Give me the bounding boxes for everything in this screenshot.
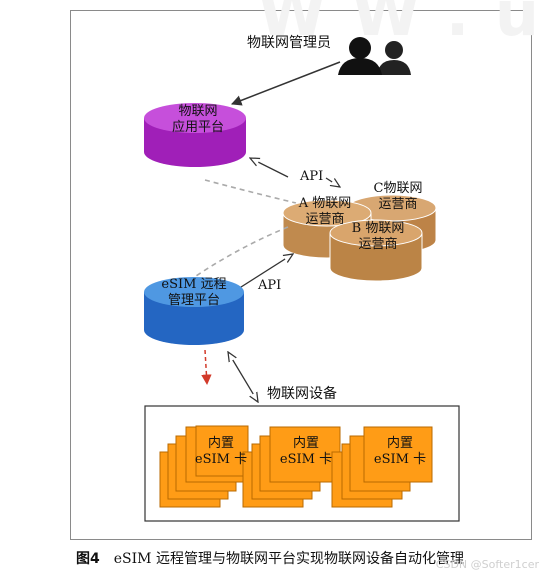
app-platform-label-line1: 物联网 (178, 104, 218, 119)
admin-user-icon (338, 37, 411, 75)
figure-caption-text: eSIM 远程管理与物联网平台实现物联网设备自动化管理 (113, 551, 464, 567)
operator-a-label-line2: 运营商 (305, 212, 345, 227)
card-label-1-line1: 内置 (207, 436, 234, 451)
card-label-3-line2: eSIM 卡 (373, 452, 427, 467)
esim-card-stack-3 (331, 426, 433, 508)
operator-b-label: B 物联网 运营商 (340, 221, 416, 253)
operator-c-label-line2: 运营商 (378, 197, 418, 212)
background-watermark: W W . u (257, 0, 541, 50)
esim-platform-label-line1: eSIM 远程 (161, 277, 227, 292)
esim-red-dashed-arrow (201, 349, 212, 386)
app-platform-label: 物联网 应用平台 (160, 104, 236, 136)
operator-b-cylinder (329, 219, 423, 282)
operator-a-label-line1: A 物联网 (298, 196, 352, 211)
operator-c-label: C物联网 运营商 (362, 181, 434, 213)
app-operator-api-arrow-tail (325, 177, 340, 187)
esim-card-label-3: 内置 eSIM 卡 (368, 436, 432, 468)
operator-b-label-line1: B 物联网 (351, 221, 405, 236)
card-label-2-line1: 内置 (292, 436, 319, 451)
esim-card-stack-2 (242, 426, 341, 508)
card-label-1-line2: eSIM 卡 (194, 452, 248, 467)
app-operator-api-arrow (250, 158, 289, 178)
api-label-mid: API (258, 278, 282, 293)
esim-platform-label-line2: 管理平台 (167, 293, 220, 308)
esim-card-label-1: 内置 eSIM 卡 (194, 436, 248, 468)
device-label: 物联网设备 (267, 386, 337, 402)
esim-device-arrow (228, 352, 258, 402)
card-label-2-line2: eSIM 卡 (279, 452, 333, 467)
app-operator-dashed-link (204, 179, 297, 204)
card-label-3-line1: 内置 (386, 436, 413, 451)
app-platform-cylinder (144, 103, 246, 167)
esim-card-label-2: 内置 eSIM 卡 (274, 436, 338, 468)
operator-b-label-line2: 运营商 (358, 237, 398, 252)
admin-label: 物联网管理员 (247, 35, 331, 51)
figure-number: 图4 (76, 551, 100, 567)
figure-caption: 图4 eSIM 远程管理与物联网平台实现物联网设备自动化管理 (76, 548, 464, 568)
esim-platform-cylinder (144, 277, 244, 345)
api-label-top: API (300, 169, 324, 184)
admin-to-app-arrow (231, 61, 341, 106)
operator-a-label: A 物联网 运营商 (287, 196, 363, 228)
csdn-watermark: CSDN @Softer1cer (435, 558, 539, 571)
app-platform-label-line2: 应用平台 (171, 120, 224, 135)
operator-c-label-line1: C物联网 (373, 181, 423, 196)
diagram-frame: W W . u (70, 0, 539, 540)
esim-platform-label: eSIM 远程 管理平台 (153, 277, 235, 309)
esim-card-stack-1 (159, 425, 249, 508)
esim-operator-dashed-link (159, 226, 289, 303)
